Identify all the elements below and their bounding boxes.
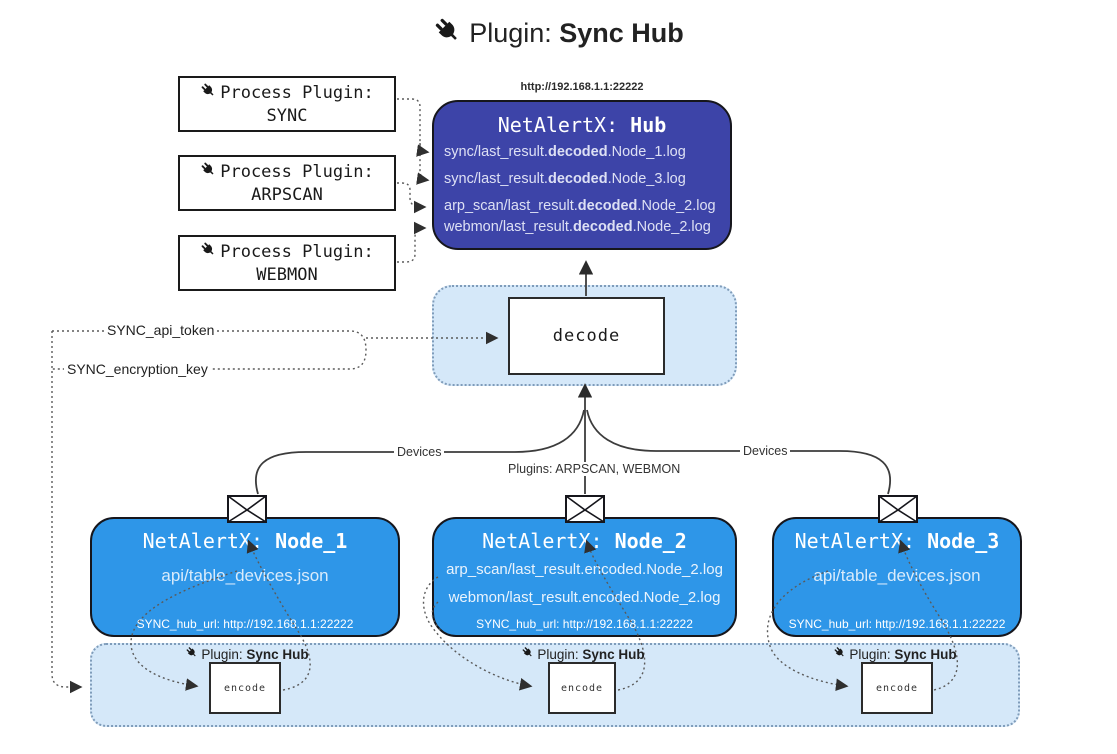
hub-log-line: sync/last_result.decoded.Node_3.log bbox=[444, 171, 686, 187]
sync-api-token-label: SYNC_api_token bbox=[104, 322, 218, 338]
node3-file: api/table_devices.json bbox=[813, 566, 981, 585]
sync-encryption-key-label: SYNC_encryption_key bbox=[64, 361, 211, 377]
devices-left-label: Devices bbox=[394, 445, 445, 459]
page-title: Plugin: Sync Hub bbox=[0, 16, 1117, 51]
hub-url-label: http://192.168.1.1:22222 bbox=[520, 81, 644, 93]
node2-title: NetAlertX: Node_2 bbox=[482, 529, 687, 553]
plug-icon bbox=[200, 161, 217, 183]
plug-icon bbox=[185, 646, 198, 662]
plug-icon bbox=[200, 241, 217, 263]
node1-file: api/table_devices.json bbox=[161, 566, 329, 585]
envelope-icon bbox=[878, 495, 918, 528]
hub-log-line: sync/last_result.decoded.Node_1.log bbox=[444, 144, 686, 160]
process-plugin-name: SYNC bbox=[266, 106, 308, 126]
strip-plugin-label: Plugin: Sync Hub bbox=[521, 646, 645, 662]
node2-hub-url: SYNC_hub_url: http://192.168.1.1:22222 bbox=[476, 617, 693, 631]
node3-title: NetAlertX: Node_3 bbox=[794, 529, 1000, 553]
plug-icon bbox=[833, 646, 846, 662]
node1-title: NetAlertX: Node_1 bbox=[142, 529, 348, 553]
decode-box: decode bbox=[508, 297, 665, 375]
node-to-decode-edges bbox=[254, 383, 892, 495]
process-plugin-webmon-box: Process Plugin: WEBMON bbox=[178, 235, 396, 291]
node1-hub-url: SYNC_hub_url: http://192.168.1.1:22222 bbox=[136, 617, 354, 631]
process-plugin-sync-box: Process Plugin: SYNC bbox=[178, 76, 396, 132]
process-plugin-label: Process Plugin: bbox=[220, 83, 374, 103]
hub-title: NetAlertX: Hub bbox=[497, 113, 667, 137]
hub-box bbox=[432, 100, 732, 250]
plug-icon bbox=[200, 82, 217, 104]
title-text: Plugin: Sync Hub bbox=[469, 18, 684, 48]
process-plugin-name: WEBMON bbox=[256, 265, 318, 285]
node3-hub-url: SYNC_hub_url: http://192.168.1.1:22222 bbox=[788, 617, 1006, 631]
node2-file: arp_scan/last_result.encoded.Node_2.log bbox=[446, 561, 723, 578]
plug-icon bbox=[433, 16, 463, 51]
strip-plugin-label: Plugin: Sync Hub bbox=[833, 646, 957, 662]
strip-plugin-label: Plugin: Sync Hub bbox=[185, 646, 309, 662]
envelope-icon bbox=[565, 495, 605, 528]
envelope-icon bbox=[227, 495, 267, 528]
hub-log-line: arp_scan/last_result.decoded.Node_2.log bbox=[444, 198, 716, 214]
plugin-to-hub-edges bbox=[397, 98, 430, 263]
process-plugin-arpscan-box: Process Plugin: ARPSCAN bbox=[178, 155, 396, 211]
process-plugin-label: Process Plugin: bbox=[220, 242, 374, 262]
encode-box-node2: encode bbox=[548, 662, 616, 714]
node2-file: webmon/last_result.encoded.Node_2.log bbox=[448, 589, 721, 606]
hub-log-line: webmon/last_result.decoded.Node_2.log bbox=[444, 219, 711, 235]
process-plugin-label: Process Plugin: bbox=[220, 162, 374, 182]
devices-right-label: Devices bbox=[740, 444, 791, 458]
encode-box-node1: encode bbox=[209, 662, 281, 714]
plugins-mid-label: Plugins: ARPSCAN, WEBMON bbox=[505, 462, 684, 476]
process-plugin-name: ARPSCAN bbox=[251, 185, 323, 205]
encode-box-node3: encode bbox=[861, 662, 933, 714]
plug-icon bbox=[521, 646, 534, 662]
